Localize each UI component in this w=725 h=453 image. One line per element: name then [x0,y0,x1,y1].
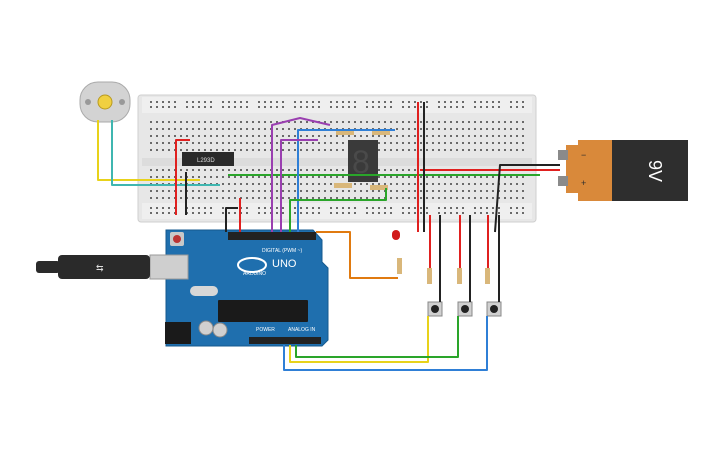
resistor[interactable] [457,268,462,284]
push-button-1[interactable] [427,301,443,317]
reset-button-cap [173,235,181,243]
chip-label: L293D [197,158,215,164]
wire-motor-yellow[interactable] [97,120,200,181]
battery-voltage-label: 9V [645,160,665,182]
led[interactable] [392,230,400,240]
wire-blue-btn[interactable] [283,316,488,371]
arduino-logo-text: ARDUINO [243,271,266,277]
power-label: POWER [256,327,275,333]
arduino-uno-board[interactable]: ARDUINO UNO DIGITAL (PWM ~) POWER ANALOG… [165,229,329,347]
wire-black-2[interactable] [225,207,238,232]
wire-yellow-btn[interactable] [289,316,429,363]
wire-motor-teal[interactable] [111,120,220,186]
battery-9v[interactable]: 9V − + [558,140,688,201]
digital-header[interactable] [228,232,316,240]
wire-purple[interactable] [271,117,331,232]
wires [97,102,560,371]
wire-red[interactable] [175,139,190,215]
digital-header-label: DIGITAL (PWM ~) [262,248,302,254]
wire-black-battery[interactable] [494,164,560,233]
l293d-chip[interactable]: L293D [182,152,234,166]
push-buttons [427,301,502,317]
resistors [334,130,490,284]
wire-green-btn[interactable] [295,316,459,358]
crystal [190,286,218,296]
push-button-2[interactable] [457,301,473,317]
usb-cable[interactable]: ⇆ [36,254,189,280]
resistor[interactable] [372,130,390,135]
atmega-chip [218,300,308,322]
capacitor-2 [212,322,228,338]
resistor[interactable] [370,185,388,190]
analog-in-label: ANALOG IN [288,327,316,333]
dc-motor[interactable] [79,81,131,123]
arduino-model-label: UNO [272,258,297,270]
arduino-logo-icon [237,257,267,273]
capacitor-1 [198,320,214,336]
usb-icon: ⇆ [96,263,104,273]
wire-purple-2[interactable] [280,139,318,232]
resistor[interactable] [485,268,490,284]
resistor[interactable] [427,268,432,284]
resistor[interactable] [334,183,352,188]
battery-minus-label: − [581,150,586,160]
analog-power-header[interactable] [249,337,321,344]
wire-blue[interactable] [297,129,395,232]
resistor[interactable] [397,258,402,274]
power-jack[interactable] [165,322,191,344]
seven-segment-digit: 8 [352,144,370,180]
resistor[interactable] [336,130,354,135]
wire-green-2[interactable] [289,188,387,232]
breadboard-holes [150,101,524,214]
battery-plus-label: + [581,178,586,188]
wire-orange[interactable] [316,231,398,279]
push-button-3[interactable] [486,301,502,317]
